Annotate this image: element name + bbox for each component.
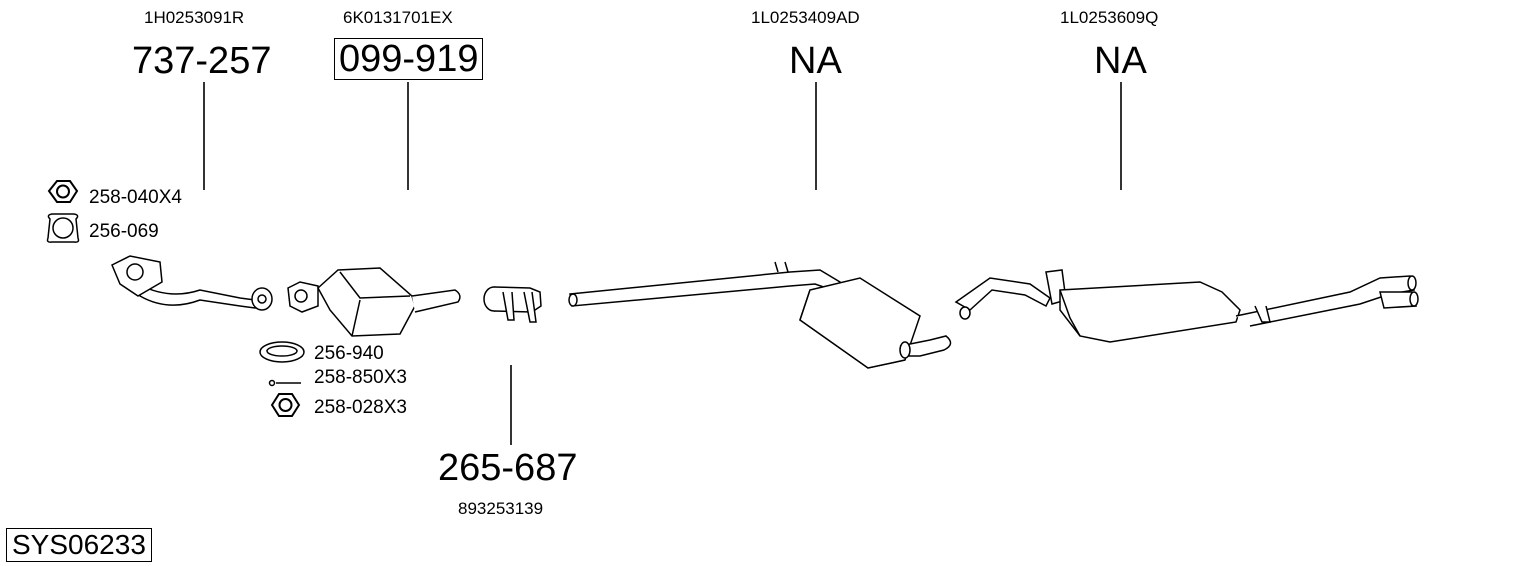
bolt-icon [268,379,301,387]
rear-muffler-part [954,269,1419,343]
part-number-center-muffler[interactable]: NA [789,40,842,82]
ring-gasket-icon [259,341,305,363]
flange-gasket-icon [46,213,80,243]
part-number-clamp[interactable]: 265-687 [438,447,578,489]
clamp-part [483,286,542,323]
oem-number-center-muffler: 1L0253409AD [751,8,860,27]
oem-number-catalyst: 6K0131701EX [343,8,453,27]
part-number-catalyst[interactable]: 099-919 [334,38,484,80]
oem-number-rear-muffler: 1L0253609Q [1060,8,1159,27]
accessory-label[interactable]: 258-040X4 [89,187,182,208]
system-code-badge: SYS06233 [6,528,152,562]
accessory-label[interactable]: 256-069 [89,221,159,242]
center-muffler-part [568,261,952,369]
hex-nut-icon [47,180,79,203]
hex-nut-icon [270,393,301,417]
front-pipe-part [111,255,273,311]
accessory-label[interactable]: 258-028X3 [314,397,407,418]
catalytic-converter-part [287,267,461,337]
part-number-rear-muffler[interactable]: NA [1094,40,1147,82]
accessory-label[interactable]: 256-940 [314,343,384,364]
oem-number-front-pipe: 1H0253091R [144,8,245,27]
oem-number-clamp: 893253139 [458,499,544,518]
accessory-label[interactable]: 258-850X3 [314,367,407,388]
part-number-front-pipe[interactable]: 737-257 [132,40,272,82]
